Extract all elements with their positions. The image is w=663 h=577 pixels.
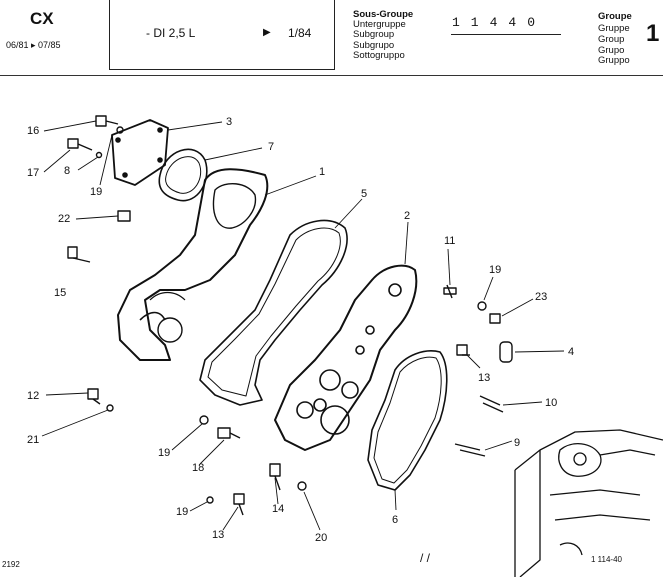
- callout-22: 22: [58, 213, 71, 225]
- drawing-ref: 1 114-40: [591, 555, 622, 564]
- engine-box: [109, 0, 335, 70]
- hardware: [67, 115, 513, 516]
- group-label-en: Group: [598, 34, 625, 45]
- subgroup-label-de: Untergruppe: [353, 19, 406, 30]
- part-3-cover-plate: [111, 119, 169, 186]
- callout-3: 3: [226, 116, 233, 128]
- callout-17: 17: [27, 167, 40, 179]
- model-name: CX: [30, 9, 54, 28]
- part-2-plate: [274, 264, 418, 451]
- subgroup-label-es: Subgrupo: [353, 40, 395, 51]
- group-label-es: Grupo: [598, 45, 625, 56]
- callout-9: 9: [514, 437, 521, 449]
- callout-23: 23: [535, 291, 548, 303]
- page-code: 2192: [2, 560, 20, 569]
- callout-8: 8: [64, 165, 71, 177]
- part-5-gasket: [199, 219, 348, 406]
- subgroup-label-it: Sottogruppo: [353, 50, 405, 61]
- callout-1: 1: [319, 166, 326, 178]
- callout-13: 13: [478, 372, 491, 384]
- callout-14: 14: [272, 503, 285, 515]
- callout-18: 18: [192, 462, 205, 474]
- callout-12: 12: [27, 390, 40, 402]
- group-number: 1: [646, 20, 660, 47]
- callout-5: 5: [361, 188, 368, 200]
- callout-16: 16: [27, 125, 40, 137]
- engine-year: 1/84: [288, 26, 312, 40]
- subgroup-label-en: Subgroup: [353, 29, 395, 40]
- callout-10: 10: [545, 397, 558, 409]
- engine-block: [514, 429, 663, 577]
- callout-21: 21: [27, 434, 40, 446]
- engine-label: - DI 2,5 L: [146, 26, 196, 40]
- callout-11: 11: [444, 235, 456, 247]
- group-label-fr: Groupe: [598, 11, 632, 22]
- part-6-gasket: [367, 350, 448, 491]
- group-label-it: Gruppo: [598, 55, 630, 66]
- header-divider: [0, 75, 663, 76]
- callout-19: 19: [176, 506, 189, 518]
- callout-15: 15: [54, 287, 67, 299]
- callout-4: 4: [568, 346, 575, 358]
- subgroup-label-fr: Sous-Groupe: [353, 9, 414, 20]
- callout-2: 2: [404, 210, 411, 222]
- callout-20: 20: [315, 532, 328, 544]
- production-dates: 06/81 ▸ 07/85: [6, 40, 61, 50]
- callout-13: 13: [212, 529, 225, 541]
- callout-19: 19: [489, 264, 502, 276]
- arrow-icon: ▶: [263, 27, 271, 38]
- code-underline: [451, 34, 561, 35]
- leader-lines: [41, 120, 565, 531]
- callout-6: 6: [392, 514, 399, 526]
- callout-7: 7: [268, 141, 275, 153]
- callout-19: 19: [158, 447, 171, 459]
- footer-mark: / /: [420, 551, 431, 565]
- part-1-timing-cover: [117, 168, 269, 361]
- group-label-de: Gruppe: [598, 23, 630, 34]
- subgroup-code: 11440: [452, 15, 547, 30]
- callout-19: 19: [90, 186, 103, 198]
